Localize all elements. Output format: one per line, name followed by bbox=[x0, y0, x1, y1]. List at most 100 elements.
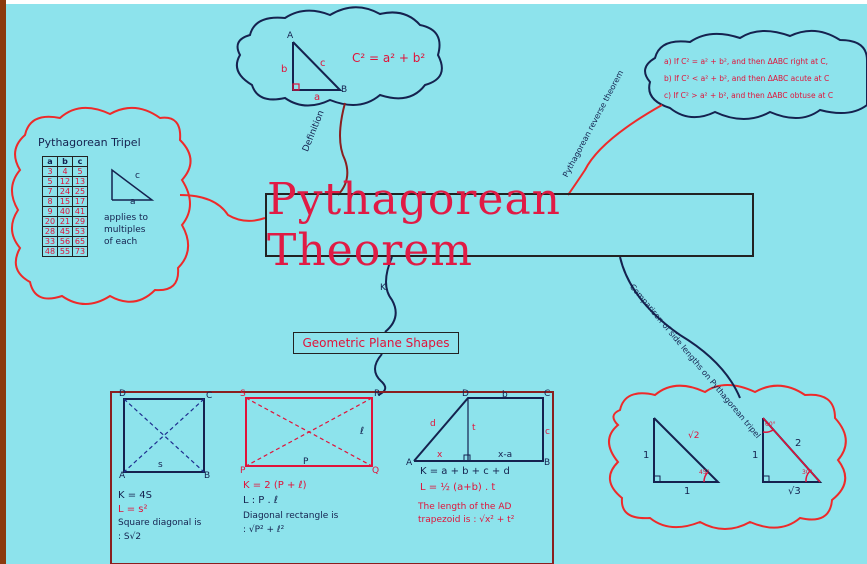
square-diag-1: Square diagonal is bbox=[118, 518, 202, 528]
trap-note-1: The length of the AD bbox=[418, 502, 512, 512]
tripel-cell: 7 bbox=[42, 186, 58, 197]
tripel-cell: 56 bbox=[57, 236, 73, 247]
rect-l: L : P . ℓ bbox=[243, 495, 278, 506]
tri3060-leg2: √3 bbox=[788, 486, 801, 497]
trap-c-label: c bbox=[545, 427, 550, 437]
tripel-cell: 13 bbox=[72, 176, 88, 187]
main-title: Pythagorean Theorem bbox=[267, 174, 562, 276]
square-l: L = s² bbox=[118, 504, 148, 515]
reverse-item-1: a) If C² = a² + b², and then ΔABC right … bbox=[664, 57, 829, 66]
tri45-leg1: 1 bbox=[643, 450, 650, 461]
tripel-cell: 28 bbox=[42, 226, 58, 237]
table-edge bbox=[0, 0, 6, 564]
tripel-cell: 33 bbox=[42, 236, 58, 247]
geo-label: Geometric Plane Shapes bbox=[293, 332, 459, 354]
shapes-frame bbox=[110, 391, 554, 564]
tripel-cell: 9 bbox=[42, 206, 58, 217]
tripel-cell: 4 bbox=[57, 166, 73, 177]
tripel-header-b: b bbox=[57, 156, 73, 167]
tripel-header-a: a bbox=[42, 156, 58, 167]
tripel-triangle-c: c bbox=[135, 171, 140, 181]
tripel-cell: 48 bbox=[42, 246, 58, 257]
trap-corner-b: B bbox=[544, 458, 551, 468]
definition-vertex-b: B bbox=[341, 85, 348, 95]
tri3060-angle-bottom: 30° bbox=[802, 469, 813, 476]
poster-background bbox=[6, 4, 867, 564]
tripel-triangle bbox=[111, 168, 155, 201]
tripel-cell: 15 bbox=[57, 196, 73, 207]
tripel-cell: 20 bbox=[42, 216, 58, 227]
square-shape bbox=[123, 398, 205, 473]
definition-connector bbox=[337, 102, 349, 196]
rect-corner-s: S bbox=[240, 389, 246, 399]
tripel-cell: 73 bbox=[72, 246, 88, 257]
rectangle-shape bbox=[245, 397, 373, 467]
tripel-triangle-a: a bbox=[130, 197, 136, 207]
definition-cloud bbox=[236, 6, 443, 107]
trap-corner-d: D bbox=[462, 389, 469, 399]
tripel-cell: 29 bbox=[72, 216, 88, 227]
tri45-angle: 45° bbox=[699, 469, 710, 476]
square-side-label: s bbox=[158, 460, 163, 470]
tripel-cell: 45 bbox=[57, 226, 73, 237]
tripel-cell: 24 bbox=[57, 186, 73, 197]
trap-note-2: trapezoid is : √x² + t² bbox=[418, 515, 515, 525]
definition-side-a: a bbox=[314, 92, 321, 103]
tripel-note-3: of each bbox=[104, 237, 138, 247]
tripel-cell: 5 bbox=[42, 176, 58, 187]
definition-formula: C² = a² + b² bbox=[352, 51, 426, 65]
tri45-leg2: 1 bbox=[684, 486, 691, 497]
rect-corner-q: Q bbox=[372, 466, 380, 476]
tripel-cell: 53 bbox=[72, 226, 88, 237]
reverse-theorem-cloud bbox=[644, 29, 867, 120]
rect-diag-1: Diagonal rectangle is bbox=[243, 511, 339, 521]
comparison-connector bbox=[619, 256, 741, 399]
rect-diag-2: : √P² + ℓ² bbox=[243, 525, 285, 535]
rect-p-label: P bbox=[303, 457, 309, 467]
trap-k: K = a + b + c + d bbox=[420, 466, 510, 477]
tri45-hyp: √2 bbox=[688, 431, 700, 441]
tripel-cell: 17 bbox=[72, 196, 88, 207]
definition-triangle bbox=[292, 41, 343, 91]
rect-corner-p: P bbox=[240, 466, 246, 476]
tripel-title: Pythagorean Tripel bbox=[38, 136, 141, 149]
rect-k: K = 2 (P + ℓ) bbox=[243, 480, 307, 491]
trap-xa-label: x-a bbox=[498, 450, 513, 460]
trap-t-label: t bbox=[472, 423, 476, 433]
trapezoid-shape bbox=[413, 397, 544, 462]
k-branch-label: K bbox=[380, 283, 386, 293]
definition-vertex-a: A bbox=[287, 31, 294, 41]
tripel-cell: 55 bbox=[57, 246, 73, 257]
reverse-item-2: b) If C² < a² + b², and then ΔABC acute … bbox=[664, 74, 830, 83]
tri3060-leg1: 1 bbox=[752, 450, 759, 461]
trap-corner-a: A bbox=[406, 458, 413, 468]
trap-b-label: b bbox=[502, 390, 508, 400]
k-connector bbox=[384, 256, 397, 333]
trap-x-label: x bbox=[437, 450, 443, 460]
definition-side-b: b bbox=[281, 64, 288, 75]
tri3060-hyp: 2 bbox=[795, 438, 802, 449]
tri3060-angle-top: 60° bbox=[765, 421, 776, 428]
definition-side-c: c bbox=[320, 58, 326, 69]
tripel-cell: 40 bbox=[57, 206, 73, 217]
rect-corner-r: R bbox=[374, 389, 381, 399]
trap-l: L = ½ (a+b) . t bbox=[420, 482, 496, 493]
tripel-cell: 12 bbox=[57, 176, 73, 187]
square-corner-c: C bbox=[206, 391, 213, 401]
tripel-cell: 65 bbox=[72, 236, 88, 247]
tripel-cell: 25 bbox=[72, 186, 88, 197]
comparison-cloud bbox=[608, 384, 847, 530]
tripel-cell: 8 bbox=[42, 196, 58, 207]
reverse-connector bbox=[567, 104, 663, 196]
tripel-cell: 21 bbox=[57, 216, 73, 227]
tripel-cell: 41 bbox=[72, 206, 88, 217]
trap-d-label: d bbox=[430, 419, 436, 429]
square-corner-d: D bbox=[119, 389, 126, 399]
tripel-cell: 3 bbox=[42, 166, 58, 177]
reverse-item-3: c) If C² > a² + b², and then ΔABC obtuse… bbox=[664, 91, 834, 100]
title-frame: Pythagorean Theorem bbox=[265, 174, 754, 276]
square-k: K = 4S bbox=[118, 490, 153, 501]
